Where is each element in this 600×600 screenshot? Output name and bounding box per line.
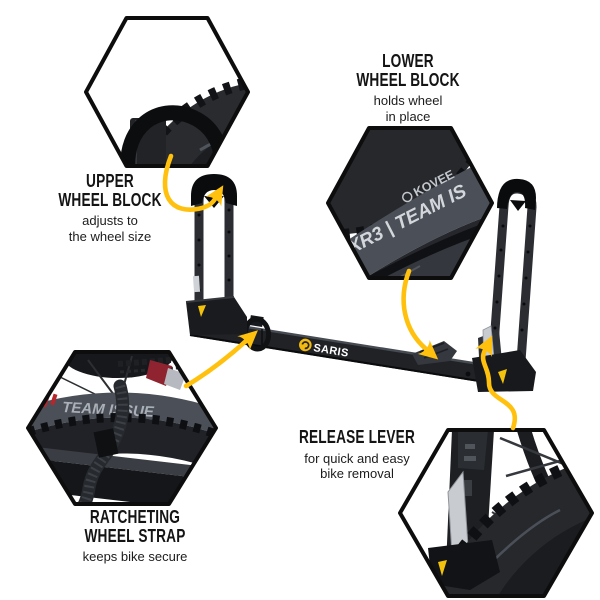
callout-description: for quick and easy bike removal [304,450,410,482]
saris-wordmark: SARIS [312,342,349,360]
title-line: WHEEL BLOCK [58,189,162,210]
left-arm [185,174,247,335]
callout-lower-wheel-block: LOWER WHEEL BLOCK holds wheel in place [333,52,483,125]
title-line: WHEEL BLOCK [356,69,460,90]
bar-bolt-hole [465,371,471,377]
callout-ratcheting-wheel-strap: RATCHETING WHEEL STRAP keeps bike secure [50,508,220,565]
title-line: RATCHETING [89,507,181,527]
callout-title: LOWER WHEEL BLOCK [351,52,465,89]
arrow-to-upper-wheel-block [162,153,224,212]
title-line: UPPER [86,171,134,191]
callout-release-lever: RELEASE LEVER for quick and easy bike re… [272,428,442,482]
title-line: LOWER [382,51,434,71]
saris-logo: SARIS [299,338,350,360]
callout-description: keeps bike secure [82,549,188,565]
title-line: WHEEL STRAP [84,525,186,546]
warning-sticker [192,275,201,293]
title-line: RELEASE LEVER [298,427,415,447]
inset-ratcheting-strap-photo: TEAM ISSUE [28,352,216,504]
arrow-to-strap-ring [183,330,258,389]
callout-title: UPPER WHEEL BLOCK [49,172,171,209]
arrow-to-lower-wheel-block [401,268,439,360]
callout-description: holds wheel in place [373,93,443,125]
bike-rack-tray: SARIS [185,174,537,392]
callout-title: RELEASE LEVER [292,428,421,447]
callout-title: RATCHETING WHEEL STRAP [70,508,199,545]
arrow-to-release-lever [475,335,518,431]
callout-description: adjusts to the wheel size [68,213,152,245]
left-foot [185,296,247,335]
callout-upper-wheel-block: UPPER WHEEL BLOCK adjusts to the wheel s… [30,172,190,245]
